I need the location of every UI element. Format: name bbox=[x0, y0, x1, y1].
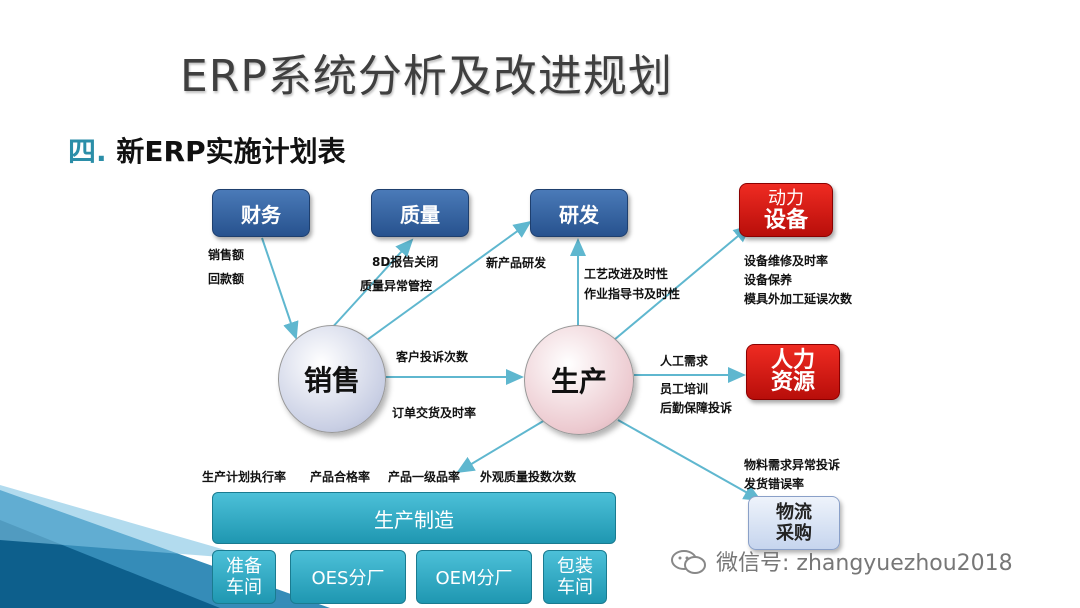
node-hr-line2: 资源 bbox=[770, 370, 815, 395]
node-manufacturing[interactable]: 生产制造 bbox=[212, 492, 616, 544]
node-hr-line1: 人力 bbox=[770, 348, 815, 373]
label-work-instruction: 作业指导书及时性 bbox=[584, 287, 681, 301]
node-rnd[interactable]: 研发 bbox=[530, 189, 628, 237]
label-sales-amount: 销售额 bbox=[208, 248, 245, 262]
node-packing-workshop-line1: 包装 bbox=[557, 556, 593, 577]
node-packing-workshop[interactable]: 包装 车间 bbox=[543, 550, 607, 604]
arrow-finance-sales bbox=[261, 237, 299, 340]
node-prep-workshop-line2: 车间 bbox=[226, 577, 262, 598]
label-equipment-repair: 设备维修及时率 bbox=[744, 254, 829, 268]
section-title: 新ERP实施计划表 bbox=[116, 135, 346, 168]
node-logistics-line2: 采购 bbox=[776, 523, 812, 544]
label-first-grade-rate: 产品一级品率 bbox=[388, 470, 461, 484]
label-staff-training: 员工培训 bbox=[660, 382, 709, 396]
label-process-improvement: 工艺改进及时性 bbox=[584, 267, 669, 281]
node-oem-branch[interactable]: OEM分厂 bbox=[416, 550, 532, 604]
node-production[interactable]: 生产 bbox=[524, 325, 634, 435]
arrow-production-manufacturing bbox=[456, 419, 546, 474]
node-power-equipment-line2: 设备 bbox=[763, 208, 808, 233]
arrow-production-logistics bbox=[617, 419, 762, 501]
label-payment-amount: 回款额 bbox=[208, 272, 245, 286]
label-new-product: 新产品研发 bbox=[486, 256, 547, 270]
label-labor-demand: 人工需求 bbox=[660, 354, 709, 368]
wechat-icon bbox=[671, 550, 706, 574]
arrow-sales-rnd bbox=[359, 220, 532, 346]
node-quality[interactable]: 质量 bbox=[371, 189, 469, 237]
node-hr[interactable]: 人力 资源 bbox=[746, 344, 840, 400]
node-power-equipment-line1: 动力 bbox=[768, 188, 804, 209]
label-material-exception: 物料需求异常投诉 bbox=[744, 458, 841, 472]
label-shipping-error: 发货错误率 bbox=[744, 477, 805, 491]
label-equipment-maintenance: 设备保养 bbox=[744, 273, 793, 287]
node-finance[interactable]: 财务 bbox=[212, 189, 310, 237]
label-mold-delay: 模具外加工延误次数 bbox=[744, 292, 853, 306]
node-packing-workshop-line2: 车间 bbox=[557, 577, 593, 598]
page-title: ERP系统分析及改进规划 bbox=[180, 51, 673, 102]
label-plan-execution: 生产计划执行率 bbox=[202, 470, 287, 484]
watermark-text: 微信号: zhangyuezhou2018 bbox=[716, 551, 1013, 576]
label-customer-complaints: 客户投诉次数 bbox=[396, 350, 469, 364]
label-order-delivery: 订单交货及时率 bbox=[392, 406, 477, 420]
section-number: 四. bbox=[68, 135, 107, 168]
arrow-production-equipment bbox=[613, 224, 752, 341]
label-logistics-complaints: 后勤保障投诉 bbox=[660, 401, 733, 415]
arrow-sales-quality bbox=[329, 238, 414, 331]
node-sales[interactable]: 销售 bbox=[278, 325, 386, 433]
node-power-equipment[interactable]: 动力 设备 bbox=[739, 183, 833, 237]
label-appearance-quality: 外观质量投数次数 bbox=[480, 470, 577, 484]
node-prep-workshop-line1: 准备 bbox=[226, 556, 262, 577]
node-logistics[interactable]: 物流 采购 bbox=[748, 496, 840, 550]
label-product-pass-rate: 产品合格率 bbox=[310, 470, 371, 484]
node-logistics-line1: 物流 bbox=[776, 502, 812, 523]
node-oes-branch[interactable]: OES分厂 bbox=[290, 550, 406, 604]
section-heading: 四. 新ERP实施计划表 bbox=[68, 130, 346, 170]
label-8d-report: 8D报告关闭 bbox=[372, 255, 439, 269]
label-quality-exception: 质量异常管控 bbox=[360, 279, 433, 293]
node-prep-workshop[interactable]: 准备 车间 bbox=[212, 550, 276, 604]
